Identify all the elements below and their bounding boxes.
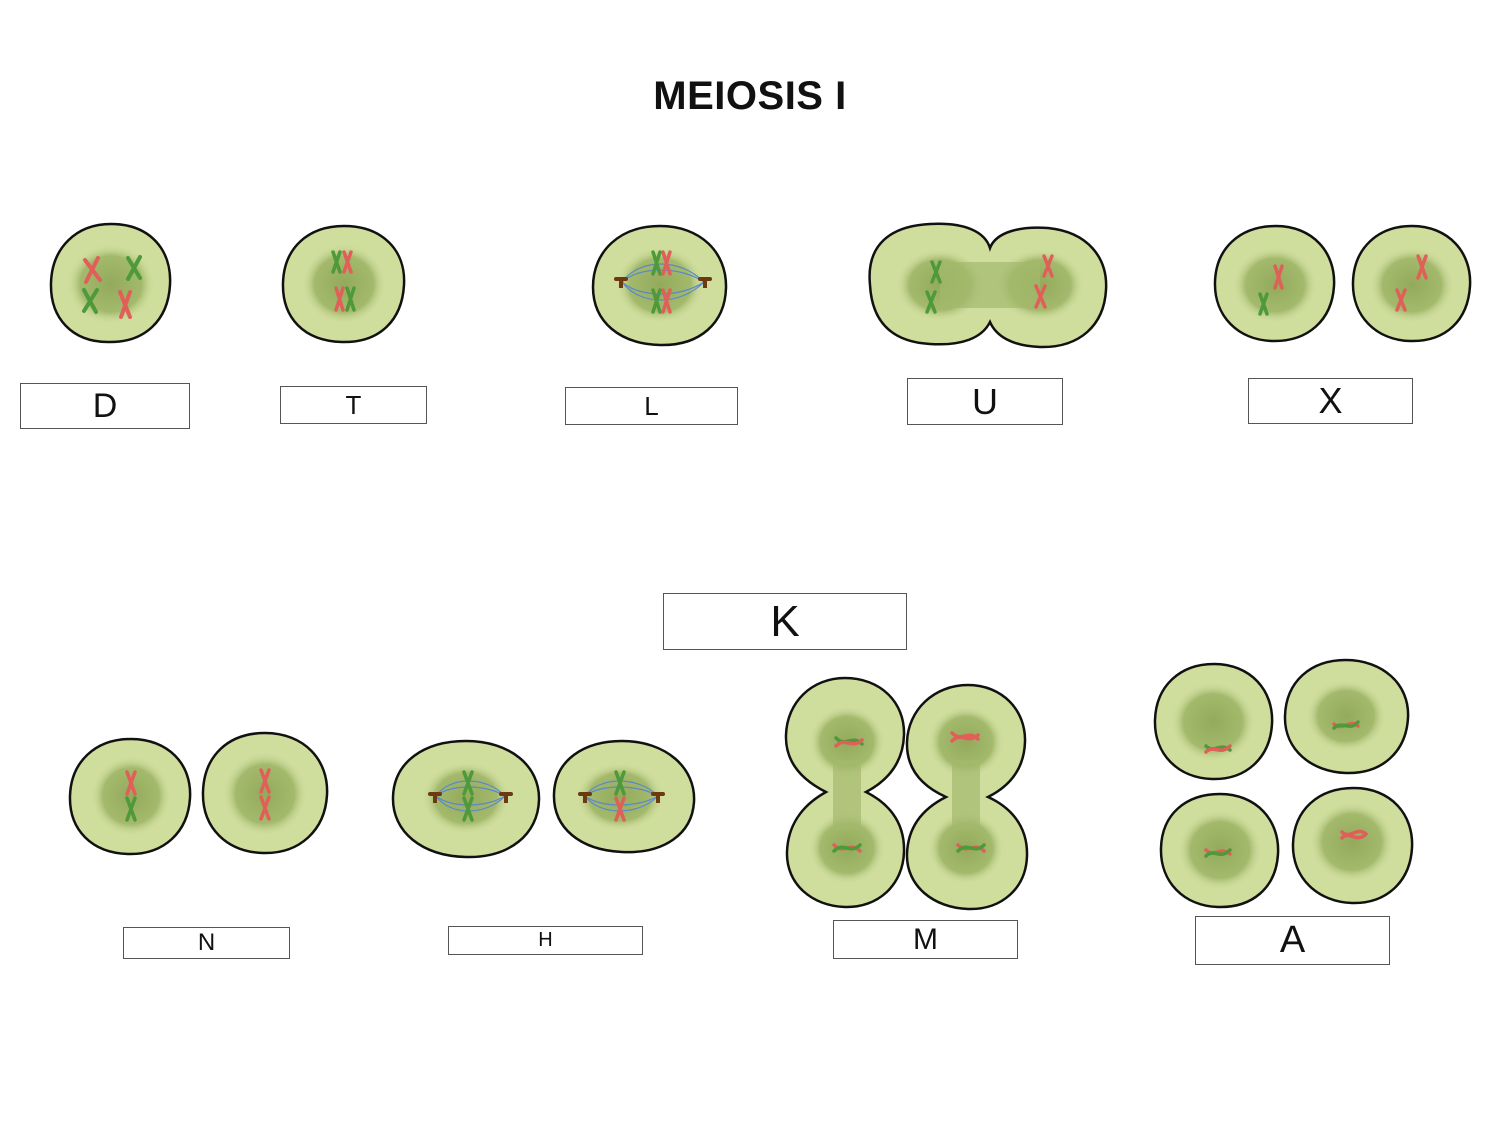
cell-a bbox=[1153, 658, 1414, 909]
chromosomes-x bbox=[1258, 254, 1428, 316]
label-box-d[interactable]: D bbox=[20, 383, 190, 429]
cell-d bbox=[49, 222, 172, 344]
label-box-m[interactable]: M bbox=[833, 920, 1018, 959]
label-d-text: D bbox=[92, 386, 118, 425]
chromosomes-h bbox=[462, 770, 626, 822]
cell-t bbox=[281, 224, 406, 344]
label-box-h[interactable]: H bbox=[448, 926, 643, 955]
chromosomes-n bbox=[125, 768, 271, 822]
label-l-text: L bbox=[644, 390, 659, 421]
cell-l bbox=[591, 224, 728, 347]
cell-x bbox=[1213, 224, 1472, 343]
label-m-text: M bbox=[913, 922, 938, 956]
label-h-text: H bbox=[538, 929, 553, 951]
label-u-text: U bbox=[972, 380, 998, 422]
chromosomes-u bbox=[925, 254, 1054, 314]
label-x-text: X bbox=[1318, 380, 1343, 421]
label-box-n[interactable]: N bbox=[123, 927, 290, 959]
label-box-l[interactable]: L bbox=[565, 387, 738, 425]
chromosomes-m bbox=[832, 731, 986, 853]
centrosomes-h bbox=[428, 792, 665, 803]
label-box-u[interactable]: U bbox=[907, 378, 1063, 425]
cell-h bbox=[391, 739, 696, 859]
chromosomes-d bbox=[82, 255, 142, 319]
spindle-l bbox=[621, 263, 705, 301]
cell-m bbox=[784, 676, 1029, 911]
cell-n bbox=[68, 731, 329, 856]
label-k-text: K bbox=[770, 596, 800, 646]
label-box-t[interactable]: T bbox=[280, 386, 427, 424]
chromosomes-l bbox=[651, 250, 672, 314]
label-a-text: A bbox=[1279, 919, 1306, 961]
centrosomes-l bbox=[614, 277, 712, 288]
label-box-x[interactable]: X bbox=[1248, 378, 1413, 424]
label-box-k[interactable]: K bbox=[663, 593, 907, 650]
chromosomes-t bbox=[331, 250, 356, 312]
label-box-a[interactable]: A bbox=[1195, 916, 1390, 965]
label-t-text: T bbox=[345, 389, 362, 420]
chromosomes-a bbox=[1204, 720, 1368, 858]
diagram-title: MEIOSIS I bbox=[653, 74, 847, 118]
label-n-text: N bbox=[197, 929, 216, 956]
cell-u bbox=[868, 222, 1108, 349]
